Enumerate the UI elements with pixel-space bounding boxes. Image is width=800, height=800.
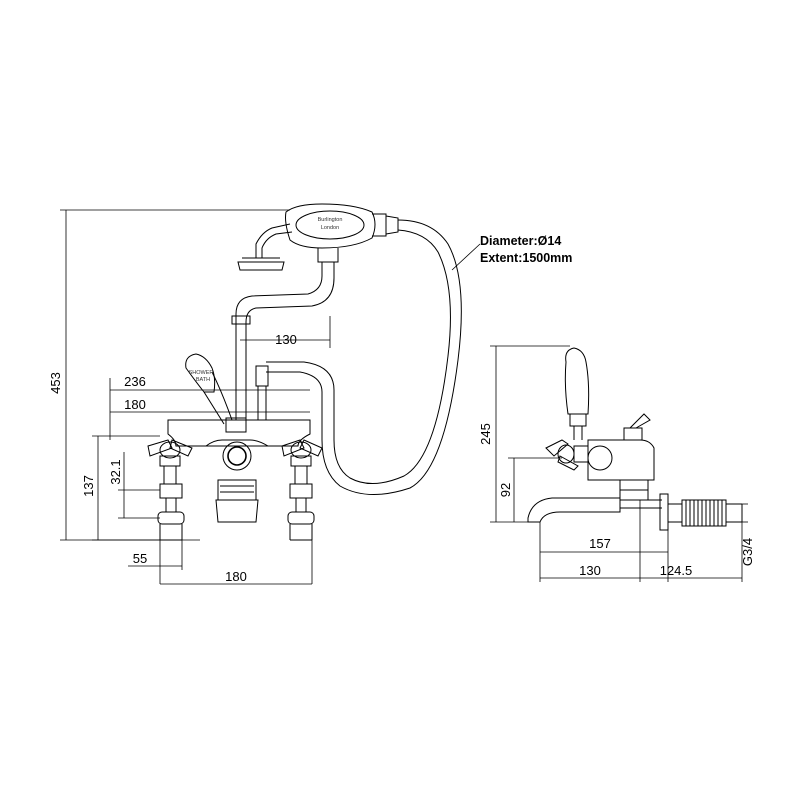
dim-height-to-lever-value: 245 bbox=[478, 423, 493, 445]
handset: Burlington London bbox=[231, 203, 399, 420]
side-lever bbox=[564, 347, 590, 440]
dim-handset-offset: 130 bbox=[240, 316, 331, 348]
dim-wall-centres-top-value: 180 bbox=[124, 397, 146, 412]
hose-extent-note: Extent:1500mm bbox=[480, 251, 572, 265]
dim-body-to-wall-value: 130 bbox=[579, 563, 601, 578]
hose-connector bbox=[255, 365, 269, 420]
dim-bottom: 55 180 bbox=[128, 540, 313, 585]
dim-inlet-drop-value: 32.1 bbox=[108, 459, 123, 484]
lever-marking-line1: SHOWER bbox=[189, 370, 214, 376]
dim-body-height-value: 137 bbox=[81, 475, 96, 497]
dim-overall-height: 453 bbox=[48, 209, 290, 541]
dim-outer-width-value: 236 bbox=[124, 374, 146, 389]
dim-handset-offset-value: 130 bbox=[275, 332, 297, 347]
side-body bbox=[527, 413, 662, 523]
dim-thread-value: G3/4 bbox=[740, 538, 755, 566]
front-view: 453 Burlington London Di bbox=[48, 203, 572, 585]
lever-marking-line2: BATH bbox=[196, 377, 210, 383]
mixer-body bbox=[167, 419, 311, 523]
hose-diameter-note: Diameter:Ø14 bbox=[480, 234, 561, 248]
side-dims: 245 92 157 130 124.5 G3/4 bbox=[478, 345, 755, 582]
dim-widths-top: 236 180 bbox=[109, 374, 310, 440]
hose: Diameter:Ø14 Extent:1500mm bbox=[266, 219, 572, 496]
dim-overall-height-value: 453 bbox=[48, 372, 63, 394]
side-view: 245 92 157 130 124.5 G3/4 bbox=[478, 345, 755, 582]
side-tail bbox=[659, 493, 743, 531]
side-crosshead bbox=[545, 439, 589, 471]
dim-left-verticals: 137 32.1 bbox=[81, 435, 160, 541]
dim-wall-centres-bottom-value: 180 bbox=[225, 569, 247, 584]
hot-crosshead-handle bbox=[281, 439, 323, 541]
dim-spout-height-value: 92 bbox=[498, 483, 513, 497]
handset-brand-line1: Burlington bbox=[318, 217, 343, 223]
cold-crosshead-handle bbox=[147, 439, 193, 541]
dim-tail-length-value: 124.5 bbox=[660, 563, 693, 578]
dim-spout-reach-value: 157 bbox=[589, 536, 611, 551]
handset-brand-line2: London bbox=[321, 225, 339, 231]
diverter-lever: SHOWER BATH bbox=[185, 353, 247, 433]
dim-inlet-width-value: 55 bbox=[133, 551, 147, 566]
